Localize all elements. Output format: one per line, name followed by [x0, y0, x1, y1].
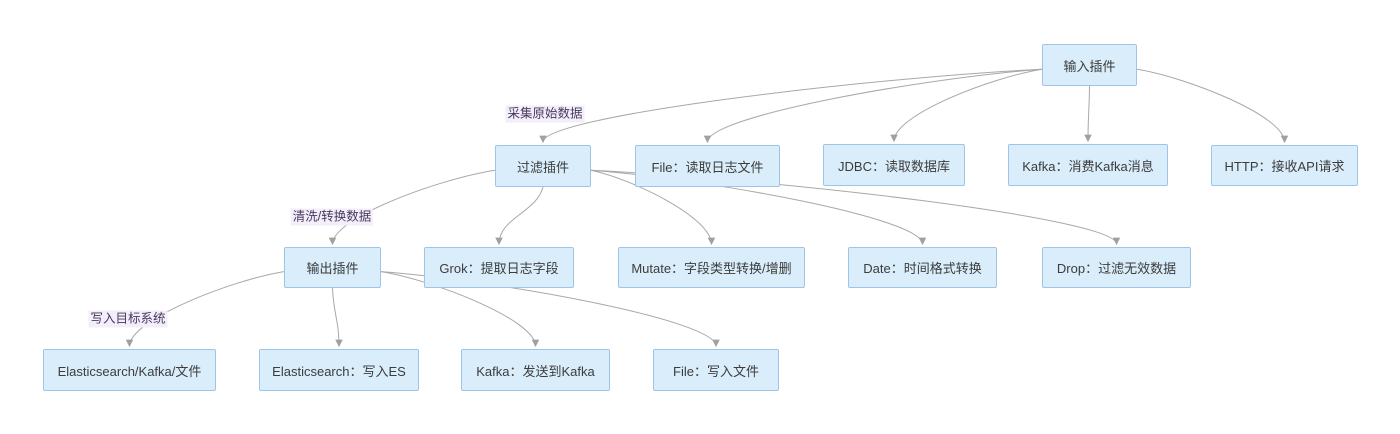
- diagram-node-input-http: HTTP：接收API请求: [1211, 145, 1358, 186]
- edge-output-plugin-to-output-kafka: [380, 271, 540, 348]
- edge-input-plugin-to-input-kafka: [1084, 85, 1092, 143]
- edge-input-plugin-to-input-http: [1136, 68, 1289, 144]
- edge-input-plugin-to-input-jdbc: [890, 68, 1043, 143]
- edge-filter-plugin-to-output-plugin: [328, 169, 496, 246]
- diagram-node-filter-plugin: 过滤插件: [495, 145, 591, 187]
- diagram-node-input-plugin: 输入插件: [1042, 44, 1137, 86]
- diagram-node-output-es: Elasticsearch：写入ES: [259, 349, 419, 391]
- diagram-node-filter-grok: Grok：提取日志字段: [424, 247, 574, 288]
- diagram-node-output-kafka: Kafka：发送到Kafka: [461, 349, 610, 391]
- diagram-node-filter-date: Date：时间格式转换: [848, 247, 997, 288]
- edges-group: [125, 68, 1289, 348]
- diagram-node-filter-drop: Drop：过滤无效数据: [1042, 247, 1191, 288]
- edge-label-input-plugin-to-filter-plugin: 采集原始数据: [505, 105, 585, 123]
- diagram-node-input-file: File：读取日志文件: [635, 145, 780, 187]
- edge-input-plugin-to-input-file: [703, 68, 1043, 144]
- diagram-node-output-target: Elasticsearch/Kafka/文件: [43, 349, 216, 391]
- edge-filter-plugin-to-filter-grok: [495, 186, 544, 246]
- edge-filter-plugin-to-filter-mutate: [590, 169, 716, 246]
- edge-output-plugin-to-output-es: [332, 287, 343, 348]
- diagram-node-input-kafka: Kafka：消费Kafka消息: [1008, 144, 1168, 186]
- edge-input-plugin-to-filter-plugin: [539, 68, 1043, 144]
- diagram-node-input-jdbc: JDBC：读取数据库: [823, 144, 965, 186]
- edge-label-output-plugin-to-output-target: 写入目标系统: [88, 310, 168, 328]
- edge-label-filter-plugin-to-output-plugin: 清洗/转换数据: [290, 208, 374, 226]
- diagram-node-output-file: File：写入文件: [653, 349, 779, 391]
- diagram-node-output-plugin: 输出插件: [284, 247, 381, 288]
- diagram-node-filter-mutate: Mutate：字段类型转换/增删: [618, 247, 805, 288]
- edge-output-plugin-to-output-target: [125, 271, 285, 348]
